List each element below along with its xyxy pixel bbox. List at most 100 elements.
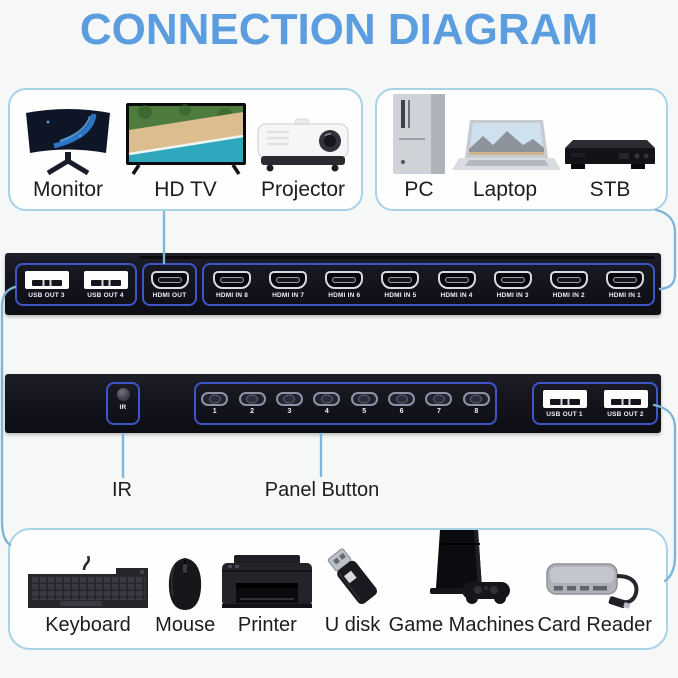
- panel-button-unit: 7: [425, 392, 453, 415]
- button-number: 4: [324, 408, 329, 415]
- card-reader-icon: [545, 563, 639, 609]
- hdmi-port-icon: [549, 270, 588, 289]
- port-label: HDMI OUT: [152, 291, 187, 299]
- udisk-icon-wrap: [320, 526, 386, 612]
- device-game-console: Game Machines: [388, 526, 535, 644]
- panel-button-unit: 2: [238, 392, 266, 415]
- device-label: Card Reader: [537, 614, 652, 636]
- switch-front-panel: USB OUT 3 USB OUT 4 HDMI OUT HDMI IN 8 H…: [5, 253, 661, 315]
- usb-port-unit: USB OUT 1: [542, 389, 587, 418]
- keyboard-icon: [28, 556, 148, 608]
- button-number: 7: [436, 408, 441, 415]
- usb-port-unit: USB OUT 4: [83, 270, 128, 299]
- device-udisk: U disk: [320, 526, 386, 644]
- usb-out-3-4-group: USB OUT 3 USB OUT 4: [15, 263, 137, 306]
- laptop-icon-wrap: [449, 92, 561, 176]
- port-label: HDMI IN 4: [440, 291, 473, 299]
- panel-button-icon: [388, 392, 416, 406]
- hdmi-port-icon: [437, 270, 476, 289]
- hdtv-icon: [125, 102, 246, 175]
- mouse-icon-wrap: [165, 526, 205, 612]
- device-label: STB: [589, 177, 631, 201]
- device-label: Game Machines: [388, 614, 535, 636]
- hdmi-port-unit: HDMI IN 3: [493, 270, 532, 299]
- game-console-icon-wrap: [406, 526, 516, 612]
- port-label: HDMI IN 2: [552, 291, 585, 299]
- usb-flash-drive-icon: [327, 548, 377, 605]
- device-label: Mouse: [155, 614, 216, 636]
- panel-button-unit: 6: [388, 392, 416, 415]
- panel-button-unit: 8: [462, 392, 490, 415]
- device-pc: PC: [389, 92, 449, 207]
- device-projector: Projector: [255, 92, 351, 207]
- button-number: 5: [362, 408, 367, 415]
- port-label: USB OUT 2: [607, 410, 644, 418]
- usb-out-1-2-group: USB OUT 1 USB OUT 2: [532, 382, 658, 425]
- device-hdtv: HD TV: [125, 92, 247, 207]
- port-label: HDMI IN 5: [384, 291, 417, 299]
- hdmi-port-unit: HDMI IN 1: [605, 270, 644, 299]
- panel-button-icon: [313, 392, 341, 406]
- hdmi-port-icon: [325, 270, 364, 289]
- panel-button-unit: 5: [350, 392, 378, 415]
- device-label: HD TV: [154, 177, 217, 201]
- device-printer: Printer: [218, 526, 316, 644]
- panel-buttons-group: 1 2 3 4 5 6 7: [194, 382, 497, 425]
- panel-button-unit: 1: [201, 392, 229, 415]
- hdmi-in-group: HDMI IN 8 HDMI IN 7 HDMI IN 6 HDMI IN 5 …: [202, 263, 655, 306]
- panel-button-icon: [425, 392, 453, 406]
- hdmi-port-icon: [213, 270, 252, 289]
- hdmi-port-unit: HDMI IN 7: [269, 270, 308, 299]
- ir-callout-label: IR: [112, 479, 132, 501]
- hdtv-icon-wrap: [125, 92, 247, 176]
- port-label: HDMI IN 8: [215, 291, 249, 299]
- display-devices-box: Monitor HD TV: [8, 88, 363, 211]
- source-devices-box: PC Laptop: [375, 88, 668, 211]
- page-title: CONNECTION DIAGRAM: [79, 5, 599, 54]
- laptop-icon: [452, 119, 561, 170]
- ir-sensor-group: IR: [106, 382, 140, 425]
- port-label: USB OUT 1: [546, 410, 583, 418]
- button-number: 2: [250, 408, 255, 415]
- button-number: 3: [287, 408, 292, 415]
- hdmi-port-icon: [269, 270, 308, 289]
- pc-tower-icon: [393, 93, 445, 174]
- usb-port-unit: USB OUT 3: [24, 270, 69, 299]
- port-label: IR: [119, 404, 127, 411]
- ir-sensor-icon: [116, 388, 130, 401]
- device-keyboard: Keyboard: [24, 526, 152, 644]
- monitor-icon-wrap: [20, 92, 116, 176]
- device-stb: STB: [561, 92, 659, 207]
- panel-button-icon: [238, 392, 266, 406]
- projector-icon: [257, 118, 349, 172]
- device-laptop: Laptop: [449, 92, 561, 207]
- port-label: HDMI IN 3: [496, 291, 529, 299]
- hdmi-port-unit: HDMI IN 5: [381, 270, 420, 299]
- device-mouse: Mouse: [155, 526, 215, 644]
- keyboard-icon-wrap: [24, 526, 152, 612]
- port-label: USB OUT 4: [87, 291, 124, 299]
- panel-button-unit: 4: [313, 392, 341, 415]
- panel-button-icon: [275, 392, 303, 406]
- usb-port-icon: [542, 389, 587, 408]
- hdmi-port-icon: [150, 270, 189, 289]
- hdmi-port-unit: HDMI OUT: [150, 270, 189, 299]
- device-label: PC: [404, 177, 434, 201]
- hdmi-port-unit: HDMI IN 4: [437, 270, 476, 299]
- panel-button-icon: [350, 392, 378, 406]
- projector-icon-wrap: [255, 92, 351, 176]
- hdmi-port-icon: [493, 270, 532, 289]
- stb-icon: [565, 139, 655, 169]
- button-number: 8: [474, 408, 479, 415]
- hdmi-out-group: HDMI OUT: [142, 263, 197, 306]
- game-console-icon: [430, 530, 511, 604]
- panel-button-callout-label: Panel Button: [264, 479, 380, 501]
- device-monitor: Monitor: [20, 92, 116, 207]
- mouse-icon: [169, 558, 202, 610]
- hdmi-port-unit: HDMI IN 6: [325, 270, 364, 299]
- device-label: U disk: [324, 614, 381, 636]
- device-label: Keyboard: [45, 614, 131, 636]
- usb-port-icon: [83, 270, 128, 289]
- device-label: Laptop: [472, 177, 538, 201]
